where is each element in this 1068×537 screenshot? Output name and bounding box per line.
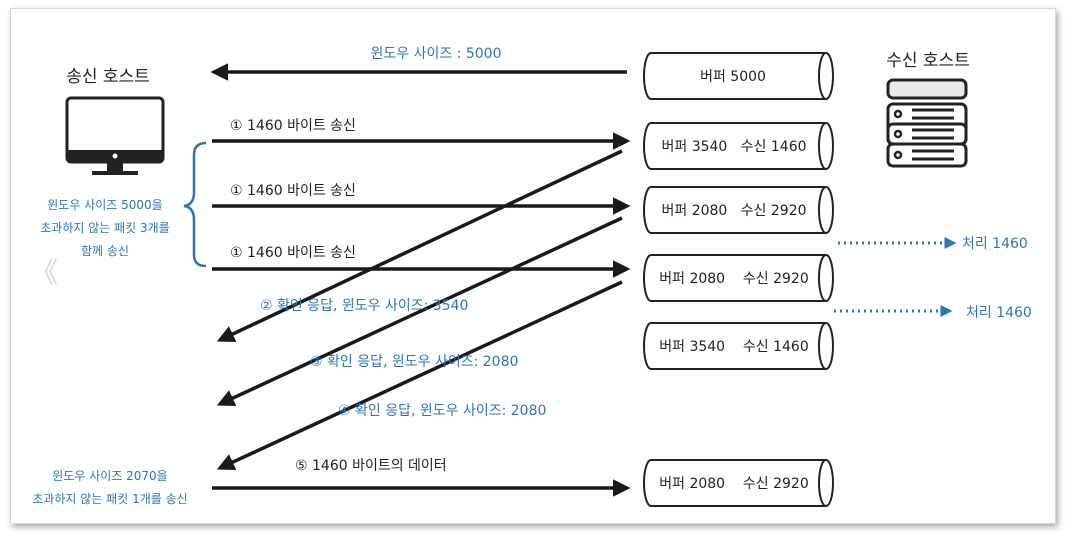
buffer-cylinder: 버퍼 2080 수신 2920 [643, 254, 834, 302]
buffer-label: 버퍼 2080 수신 2920 [659, 271, 808, 287]
send-label: ① 1460 바이트 송신 [230, 118, 356, 134]
process-label: 처리 1460 [966, 305, 1032, 321]
note-line: 윈도우 사이즈 2070을 [52, 469, 167, 483]
send-label: ① 1460 바이트 송신 [230, 245, 356, 261]
buffer-label: 버퍼 5000 [700, 69, 766, 85]
diagram-frame [10, 8, 1056, 524]
buffer-cylinder: 버퍼 5000 [643, 52, 834, 100]
buffer-cylinder: 버퍼 3540 수신 1460 [643, 322, 834, 370]
buffer-cylinder: 버퍼 2080 수신 2920 [643, 186, 834, 234]
window-size-label: 윈도우 사이즈 : 5000 [371, 46, 502, 62]
process-label: 처리 1460 [962, 236, 1028, 252]
ack-label: ③ 확인 응답, 윈도우 사이즈: 2080 [310, 354, 518, 370]
buffer-label: 버퍼 3540 수신 1460 [659, 339, 808, 355]
ack-arrow [216, 280, 623, 471]
buffer-label: 버퍼 2080 수신 2920 [659, 476, 808, 492]
note-line: 초과하지 않는 패킷 3개를 [40, 221, 169, 235]
ack-label: ② 확인 응답, 윈도우 사이즈: 3540 [260, 298, 468, 314]
ack-label: ④ 확인 응답, 윈도우 사이즈: 2080 [338, 403, 546, 419]
sender-title: 송신 호스트 [66, 67, 150, 87]
ack-arrow [216, 149, 623, 342]
receiver-title: 수신 호스트 [886, 51, 970, 71]
note-line: 함께 송신 [81, 244, 129, 258]
note-line: 초과하지 않는 패킷 1개를 송신 [32, 492, 187, 506]
group-brace [183, 141, 207, 268]
send-label: ① 1460 바이트 송신 [230, 183, 356, 199]
note-line: 윈도우 사이즈 5000을 [47, 198, 162, 212]
buffer-cylinder: 버퍼 3540 수신 1460 [643, 122, 834, 170]
ack-arrow [216, 216, 623, 407]
buffer-label: 버퍼 2080 수신 2920 [661, 203, 806, 219]
buffer-label: 버퍼 3540 수신 1460 [661, 139, 806, 155]
server-icon [886, 78, 968, 168]
monitor-icon [65, 96, 165, 175]
buffer-cylinder: 버퍼 2080 수신 2920 [643, 459, 834, 507]
prev-chevron-icon[interactable]: 《 [30, 256, 58, 289]
send-label: ⑤ 1460 바이트의 데이터 [295, 458, 447, 474]
